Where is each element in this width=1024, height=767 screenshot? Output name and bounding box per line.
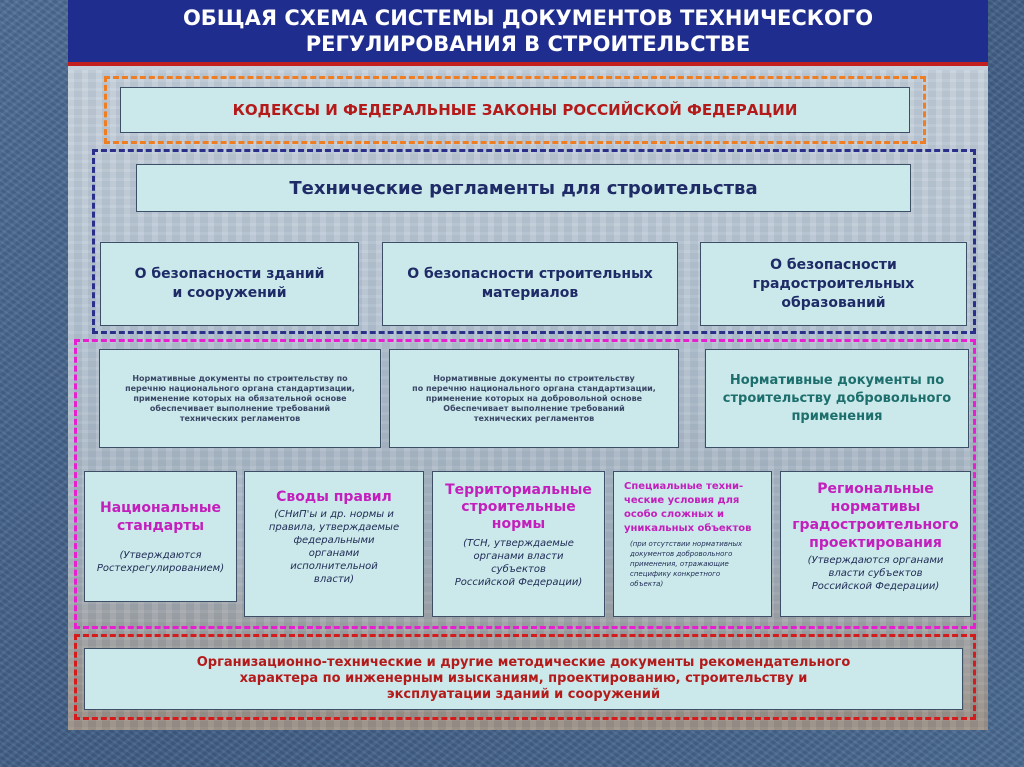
national-standards-title-1: Национальные	[99, 499, 222, 516]
voluntary-list-line-4: Обеспечивает выполнение требований	[443, 403, 625, 413]
tech-reg-urban-line-2: градостроительных	[752, 275, 915, 292]
regional-norms-title-1: Региональные	[817, 481, 934, 497]
mandatory-norm-line-3: применение которых на обязательной основ…	[133, 393, 347, 403]
territorial-norms-note-2: органами власти	[473, 551, 564, 562]
regional-norms-box: Региональные нормативы градостроительног…	[780, 471, 971, 617]
codes-of-rules-note-2: правила, утверждаемые	[268, 522, 400, 533]
voluntary-norm-line-2: строительству добровольного	[722, 390, 952, 406]
territorial-norms-box: Территориальные строительные нормы (ТСН,…	[432, 471, 605, 617]
mandatory-norm-line-4: обеспечивает выполнение требований	[149, 403, 331, 413]
tech-regs-title-box: Технические регламенты для строительства	[136, 164, 911, 212]
territorial-norms-title-3: нормы	[491, 516, 546, 532]
norm-docs-section-frame	[74, 339, 976, 629]
territorial-norms-note-4: Российской Федерации)	[454, 577, 583, 588]
codes-of-rules-note-4: органами	[308, 548, 360, 559]
national-standards-title-2: стандарты	[116, 517, 205, 534]
tech-reg-urban-box: О безопасности градостроительных образов…	[700, 242, 967, 326]
regional-norms-title-2: нормативы	[830, 499, 921, 515]
voluntary-list-line-3: применение которых на добровольной основ…	[425, 393, 643, 403]
title-line-1: ОБЩАЯ СХЕМА СИСТЕМЫ ДОКУМЕНТОВ ТЕХНИЧЕСК…	[182, 6, 874, 30]
tech-reg-urban-line-1: О безопасности	[770, 256, 897, 273]
recommendations-line-1: Организационно-технические и другие мето…	[196, 655, 851, 670]
national-standards-note-1: (Утверждаются	[119, 549, 202, 561]
voluntary-list-line-2: по перечню национального органа стандарт…	[412, 383, 656, 393]
mandatory-norm-line-1: Нормативные документы по строительству п…	[132, 373, 348, 383]
special-tech-note-2: документов добровольного	[630, 550, 733, 558]
mandatory-norm-docs-box: Нормативные документы по строительству п…	[99, 349, 381, 448]
national-standards-note-2: Ростехрегулированием)	[96, 562, 225, 574]
voluntary-list-norm-docs-box: Нормативные документы по строительству п…	[389, 349, 679, 448]
codes-of-rules-box: Своды правил (СНиП'ы и др. нормы и прави…	[244, 471, 424, 617]
codes-label: КОДЕКСЫ И ФЕДЕРАЛЬНЫЕ ЗАКОНЫ РОССИЙСКОЙ …	[232, 101, 798, 119]
regional-norms-title-4: проектирования	[809, 535, 942, 551]
special-tech-note-1: (при отсутствии нормативных	[630, 540, 743, 548]
special-tech-title-4: уникальных объектов	[624, 523, 752, 534]
mandatory-norm-line-5: технических регламентов	[179, 413, 301, 423]
slide-title: ОБЩАЯ СХЕМА СИСТЕМЫ ДОКУМЕНТОВ ТЕХНИЧЕСК…	[68, 0, 988, 62]
codes-of-rules-note-3: федеральными	[293, 535, 375, 546]
codes-section-frame	[104, 76, 926, 144]
territorial-norms-note-1: (ТСН, утверждаемые	[463, 538, 574, 549]
special-tech-title-2: ческие условия для	[624, 495, 740, 506]
codes-box: КОДЕКСЫ И ФЕДЕРАЛЬНЫЕ ЗАКОНЫ РОССИЙСКОЙ …	[120, 87, 910, 133]
title-line-2: РЕГУЛИРОВАНИЯ В СТРОИТЕЛЬСТВЕ	[305, 32, 751, 56]
special-tech-note-3: применения, отражающие	[630, 560, 729, 568]
voluntary-norm-docs-box: Нормативные документы по строительству д…	[705, 349, 969, 448]
tech-reg-buildings-line-2: и сооружений	[172, 285, 287, 301]
regional-norms-note-3: Российской Федерации)	[811, 581, 940, 592]
regional-norms-note-2: власти субъектов	[828, 568, 923, 579]
recommendations-line-3: эксплуатации зданий и сооружений	[386, 687, 661, 702]
special-tech-note-5: объекта)	[630, 580, 664, 588]
national-standards-box: Национальные стандарты (Утверждаются Рос…	[84, 471, 237, 602]
tech-reg-buildings-box: О безопасности зданий и сооружений	[100, 242, 359, 326]
codes-of-rules-note-6: власти)	[313, 574, 355, 585]
codes-of-rules-title: Своды правил	[276, 489, 392, 505]
voluntary-norm-line-3: применения	[791, 408, 883, 424]
special-tech-title-3: особо сложных и	[624, 509, 724, 520]
territorial-norms-title-2: строительные	[461, 499, 576, 515]
recommendations-section-frame	[74, 634, 976, 720]
special-tech-conditions-box: Специальные техни- ческие условия для ос…	[613, 471, 772, 617]
regional-norms-title-3: градостроительного	[792, 517, 959, 533]
recommendations-line-2: характера по инженерным изысканиям, прое…	[239, 671, 808, 686]
tech-reg-materials-line-2: материалов	[481, 285, 579, 301]
tech-reg-materials-box: О безопасности строительных материалов	[382, 242, 678, 326]
voluntary-list-line-1: Нормативные документы по строительству	[433, 373, 635, 383]
tech-reg-materials-line-1: О безопасности строительных	[407, 266, 653, 282]
voluntary-norm-line-1: Нормативные документы по	[729, 372, 945, 388]
tech-regs-title: Технические регламенты для строительства	[289, 177, 758, 199]
territorial-norms-title-1: Территориальные	[445, 482, 592, 498]
codes-of-rules-note-5: исполнительной	[290, 561, 378, 572]
territorial-norms-note-3: субъектов	[491, 564, 546, 575]
mandatory-norm-line-2: перечню национального органа стандартиза…	[125, 383, 355, 393]
voluntary-list-line-5: технических регламентов	[473, 413, 595, 423]
special-tech-note-4: специфику конкретного	[630, 570, 721, 578]
tech-regs-section-frame	[92, 149, 976, 334]
special-tech-title-1: Специальные техни-	[624, 481, 744, 492]
tech-reg-urban-line-3: образований	[781, 294, 886, 311]
recommendations-box: Организационно-технические и другие мето…	[84, 648, 963, 710]
codes-of-rules-note-1: (СНиП'ы и др. нормы и	[274, 509, 394, 520]
title-underline	[68, 62, 988, 66]
tech-reg-buildings-line-1: О безопасности зданий	[134, 266, 325, 282]
regional-norms-note-1: (Утверждаются органами	[807, 555, 944, 566]
